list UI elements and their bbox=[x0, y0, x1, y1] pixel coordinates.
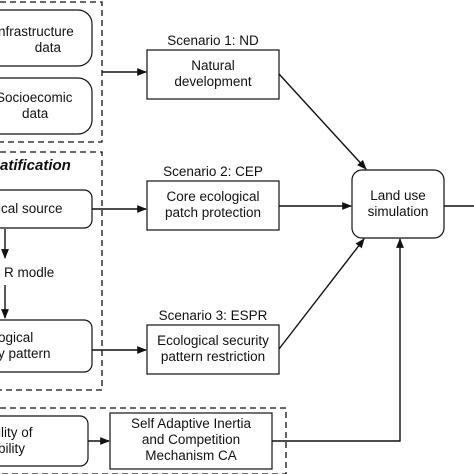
land-use-simulation-box bbox=[351, 169, 445, 239]
scenario-2-title: Scenario 2: CEP bbox=[163, 164, 263, 179]
scenario-1-label: Natural development bbox=[174, 58, 252, 89]
suitability-label: ility of bility bbox=[0, 425, 33, 456]
scenario-1-title: Scenario 1: ND bbox=[167, 33, 259, 48]
ca-mechanism-box bbox=[109, 412, 273, 470]
model-label: R modle bbox=[4, 265, 55, 280]
scenario-3-label: Ecological security pattern restriction bbox=[157, 333, 269, 364]
ecological-pattern-label: ogical y pattern bbox=[0, 330, 51, 361]
socioeconomic-data-label: Socioecomic data bbox=[0, 90, 73, 121]
ca-mechanism-label: Self Adaptive Inertia and Competition Me… bbox=[130, 416, 252, 463]
infrastructure-data-box bbox=[0, 9, 93, 67]
stratification-title: atification bbox=[0, 157, 71, 174]
arrow-ca-to-simulation bbox=[272, 238, 404, 442]
arrow-scenario-3-to-simulation bbox=[278, 238, 365, 350]
scenario-3-title: Scenario 3: ESPR bbox=[158, 308, 268, 323]
ecological-pattern-box bbox=[0, 319, 93, 373]
scenario-1-box bbox=[146, 49, 280, 100]
scenario-2-label: Core ecological patch protection bbox=[164, 189, 262, 220]
land-use-simulation-label: Land use simulation bbox=[367, 188, 429, 219]
infrastructure-data-label: nfrastructure data bbox=[0, 24, 74, 55]
ecological-source-label: ical source bbox=[0, 201, 63, 216]
socioeconomic-data-box bbox=[0, 77, 93, 135]
scenario-3-box bbox=[146, 324, 280, 375]
stratification-group-box bbox=[0, 151, 103, 391]
arrow-scenario-1-to-simulation bbox=[278, 73, 367, 170]
